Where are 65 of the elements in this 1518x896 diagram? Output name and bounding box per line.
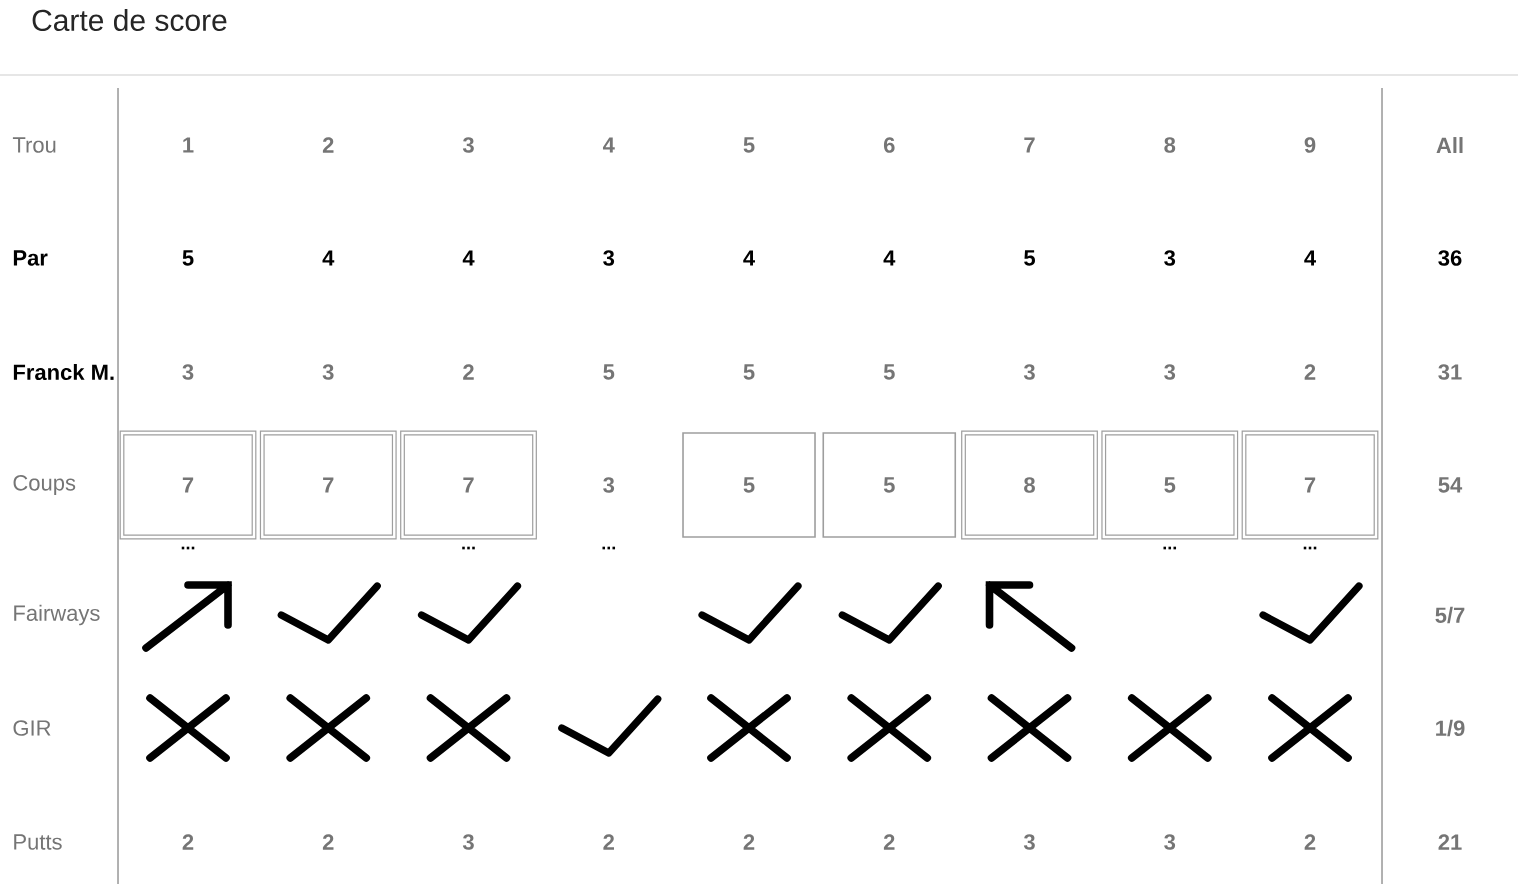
score-value: 3 [1164,250,1176,266]
score-value: 4 [1304,250,1316,266]
score-box: 7 [400,430,537,540]
score-value: 3 [1164,834,1176,850]
score-value: 4 [883,250,896,266]
score-box: 5 [682,432,816,538]
score-value: 2 [322,834,334,850]
total-value: 5/7 [1435,606,1465,624]
total-value: 36 [1438,250,1462,266]
score-value: 7 [1024,137,1035,153]
score-value: 2 [603,834,614,850]
score-value: 3 [462,834,474,850]
score-value: 2 [743,834,755,850]
row-label: Coups [13,475,76,495]
score-value: 3 [603,250,615,266]
score-value: 2 [883,834,895,850]
score-value: 1 [183,137,194,153]
score-box: 7 [1241,430,1379,540]
score-value: 5 [603,364,615,380]
more-dots: ... [181,546,195,550]
score-value: 2 [463,364,474,380]
score-value: 5 [182,250,194,266]
score-value: 5 [743,364,755,380]
score-value: 5 [1024,250,1035,266]
score-box: 5 [1101,430,1239,540]
score-box: 7 [119,430,257,540]
row-label: Franck M. [13,363,114,381]
score-value: 2 [1304,364,1316,380]
row-label: Putts [14,834,62,850]
score-value: 5 [883,364,895,380]
score-value: 4 [743,250,755,266]
score-value: 3 [322,364,334,380]
score-value: 3 [1023,834,1035,850]
more-dots: ... [1303,546,1317,550]
total-value: 54 [1438,477,1463,493]
row-label: Par [13,250,48,266]
score-box: 8 [961,430,1098,540]
total-value: 21 [1438,834,1462,850]
row-label: Fairways [14,604,100,626]
score-value: 2 [182,834,194,850]
score-value: 4 [603,137,615,153]
score-value: 3 [182,364,194,380]
score-value: 4 [322,250,335,266]
score-value: 8 [1164,137,1176,153]
more-dots: ... [1163,546,1177,550]
score-value: 4 [462,250,475,266]
score-box: 5 [822,432,957,538]
total-value: 1/9 [1436,719,1465,737]
score-value: 3 [1164,364,1176,380]
more-dots: ... [462,546,475,550]
score-value: 9 [1304,137,1316,153]
score-value: 2 [1304,834,1316,850]
total-value: 31 [1438,364,1462,380]
row-label: Trou [12,137,56,153]
score-value: 2 [322,137,334,153]
score-value: 3 [603,477,615,493]
row-label: GIR [13,720,51,736]
more-dots: ... [602,546,616,550]
score-value: 6 [883,137,895,153]
score-value: 3 [1023,364,1035,380]
score-box: 7 [259,430,397,540]
total-value: All [1436,137,1463,153]
score-value: 5 [743,137,755,153]
score-value: 3 [462,137,474,153]
title: Carte de score [32,9,227,31]
